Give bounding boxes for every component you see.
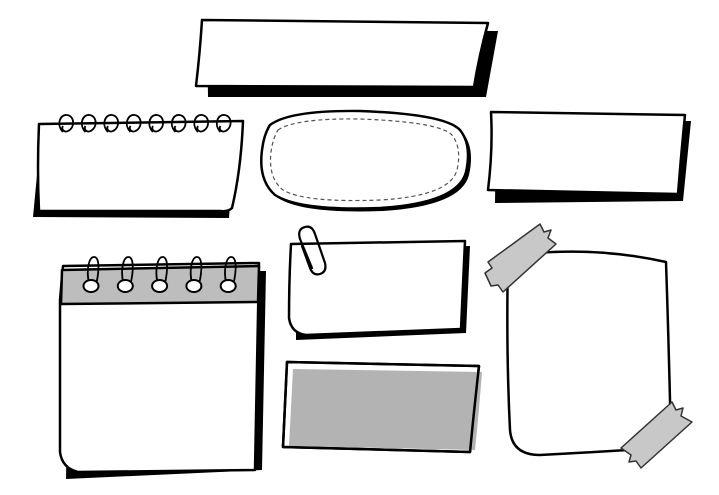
binding-ring-hole xyxy=(185,279,203,293)
banner-paper xyxy=(194,18,490,89)
gray-card-fill xyxy=(289,369,482,450)
taped-paper-sheet xyxy=(506,250,672,457)
spiral-rings xyxy=(58,114,232,133)
spiral-ring xyxy=(58,114,75,133)
notepad-tall-paper xyxy=(58,261,261,474)
gray-filled-card xyxy=(281,360,482,454)
binding-ring-wire xyxy=(189,256,203,286)
paperclip-note xyxy=(287,225,470,340)
spiral-notepad-small xyxy=(33,114,245,218)
banner-frame xyxy=(194,18,498,97)
tape-strip-bottom-right xyxy=(620,401,693,469)
binding-rings xyxy=(82,256,237,293)
binding-ring-wire xyxy=(86,256,100,286)
binding-ring-wire xyxy=(224,256,237,286)
gray-card-outline xyxy=(281,360,481,454)
binding-ring-wire xyxy=(121,256,134,286)
notepad-small-paper xyxy=(36,119,245,213)
binding-ring-hole xyxy=(116,279,134,293)
spiral-notepad-tall xyxy=(58,256,266,479)
spiral-ring xyxy=(125,114,142,133)
tape-strip-top-left xyxy=(484,223,557,293)
binding-ring-hole xyxy=(82,279,100,293)
shadow-card-right xyxy=(486,110,691,203)
oval-dashed-border xyxy=(269,118,460,202)
spiral-ring xyxy=(148,114,165,133)
binding-ring-wire xyxy=(155,256,168,286)
clip-note-paper xyxy=(287,239,467,337)
spiral-ring xyxy=(80,114,97,133)
taped-paper xyxy=(484,223,693,469)
spiral-ring xyxy=(103,114,120,133)
card-right-paper xyxy=(486,110,687,196)
spiral-ring xyxy=(193,114,210,133)
spiral-ring xyxy=(170,114,187,133)
dashed-oval-frame xyxy=(260,109,471,212)
binding-ring-hole xyxy=(219,279,237,293)
spiral-ring xyxy=(215,114,232,133)
binding-ring-hole xyxy=(151,279,169,293)
oval-paper xyxy=(260,109,470,210)
paperclip-icon xyxy=(298,225,327,276)
